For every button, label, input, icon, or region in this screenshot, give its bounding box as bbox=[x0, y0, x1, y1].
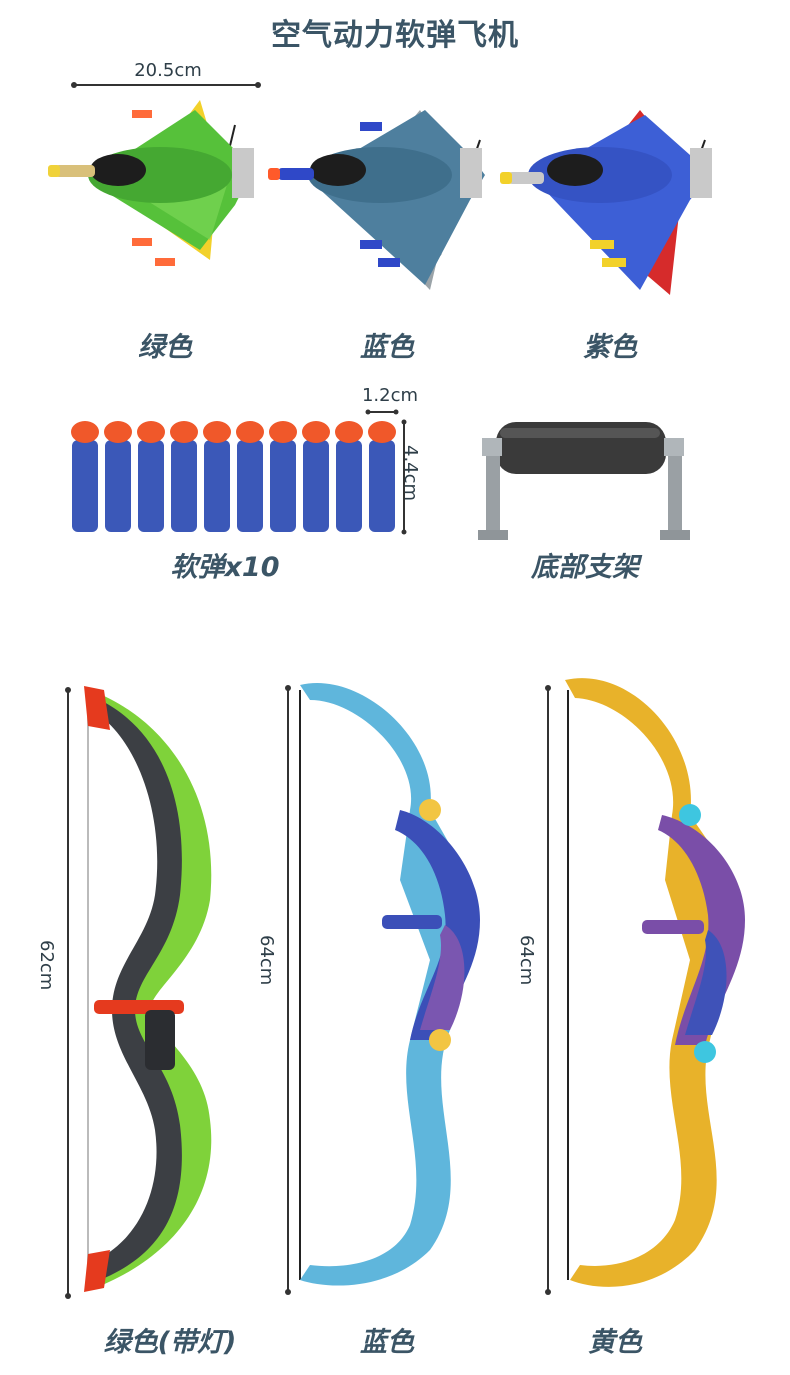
bow-blue-length-label: 64cm bbox=[256, 935, 277, 986]
bow-yellow bbox=[545, 678, 745, 1295]
stand-label: 底部支架 bbox=[531, 552, 639, 583]
plane-green bbox=[48, 100, 254, 266]
dart-length-label: 4.4cm bbox=[400, 445, 421, 502]
plane-blue bbox=[268, 110, 485, 290]
darts-label: 软弹x10 bbox=[170, 552, 280, 583]
bow-yellow-label: 黄色 bbox=[588, 1327, 642, 1358]
dart-diameter-dimension-line bbox=[365, 409, 399, 415]
plane-blue-label: 蓝色 bbox=[360, 332, 414, 363]
bow-green-length-label: 62cm bbox=[36, 940, 57, 991]
bow-yellow-length-label: 64cm bbox=[516, 935, 537, 986]
plane-width-label: 20.5cm bbox=[134, 60, 202, 81]
bow-green-label: 绿色(带灯) bbox=[103, 1327, 237, 1358]
dart-length-dimension-line bbox=[401, 419, 407, 535]
base-stand bbox=[478, 422, 690, 540]
plane-purple-label: 紫色 bbox=[583, 332, 637, 363]
foam-darts-group bbox=[71, 421, 396, 532]
bow-green bbox=[65, 686, 212, 1299]
page-title: 空气动力软弹飞机 bbox=[271, 18, 519, 53]
plane-green-label: 绿色 bbox=[138, 332, 192, 363]
bow-blue-label: 蓝色 bbox=[360, 1327, 414, 1358]
plane-width-dimension-line bbox=[71, 82, 261, 88]
dart-diameter-label: 1.2cm bbox=[361, 385, 419, 406]
plane-purple bbox=[500, 110, 712, 295]
bow-blue bbox=[285, 682, 480, 1295]
